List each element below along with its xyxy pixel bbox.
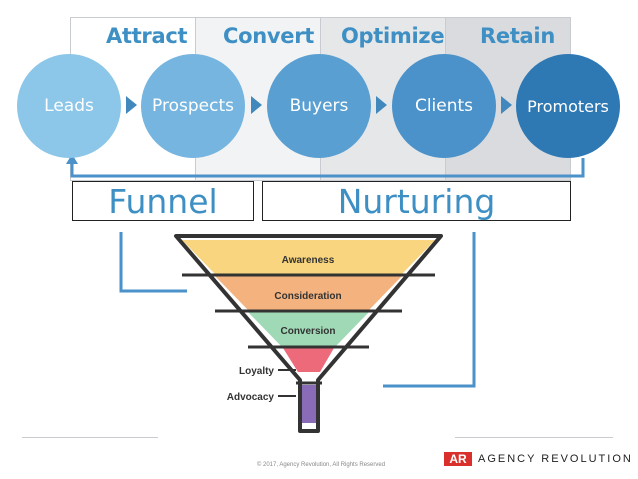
circle-clients: Clients [392,54,496,158]
stage-label-retain: Retain [480,24,555,48]
stage-label-optimize: Optimize [341,24,445,48]
circle-prospects: Prospects [141,54,245,158]
circle-buyers: Buyers [267,54,371,158]
funnel-level-conversion: Conversion [280,326,335,337]
funnel-level-advocacy-shape [298,385,320,423]
circle-promoters: Promoters [516,54,620,158]
circle-label-promoters: Promoters [527,96,609,116]
funnel-level-consideration-shape [215,276,402,310]
funnel-box: Funnel [72,181,254,221]
circle-label-buyers: Buyers [289,96,349,116]
funnel-box-label: Funnel [108,181,218,221]
logo-badge: AR [444,452,472,466]
funnel-bracket-line [119,232,187,293]
circle-label-leads: Leads [44,96,94,116]
arrow-right-icon [126,96,137,114]
footer-rule-left [22,437,158,438]
return-arrow-line [70,158,585,178]
nurturing-bracket-line [383,232,476,388]
funnel-level-awareness: Awareness [282,255,335,266]
funnel-side-label-advocacy: Advocacy [227,392,275,403]
funnel-level-loyalty-shape [283,348,334,372]
funnel-level-consideration: Consideration [274,291,341,302]
stage-label-attract: Attract [106,24,188,48]
funnel-outline [174,234,443,433]
arrow-right-icon [251,96,262,114]
arrow-right-icon [501,96,512,114]
return-arrow-head [66,154,78,164]
circle-leads: Leads [17,54,121,158]
funnel-level-awareness-shape [182,240,435,274]
footer-rule-right [455,437,613,438]
funnel-graphic [174,234,443,433]
circle-label-prospects: Prospects [152,96,234,116]
copyright-text: © 2017, Agency Revolution, All Rights Re… [256,462,386,468]
funnel-side-label-loyalty: Loyalty [239,366,274,377]
stage-label-convert: Convert [223,24,315,48]
funnel-level-conversion-shape [248,312,369,346]
circle-label-clients: Clients [414,96,474,116]
nurturing-box-label: Nurturing [337,181,496,221]
logo-text: AGENCY REVOLUTION [478,453,633,465]
arrow-right-icon [376,96,387,114]
nurturing-box: Nurturing [262,181,571,221]
